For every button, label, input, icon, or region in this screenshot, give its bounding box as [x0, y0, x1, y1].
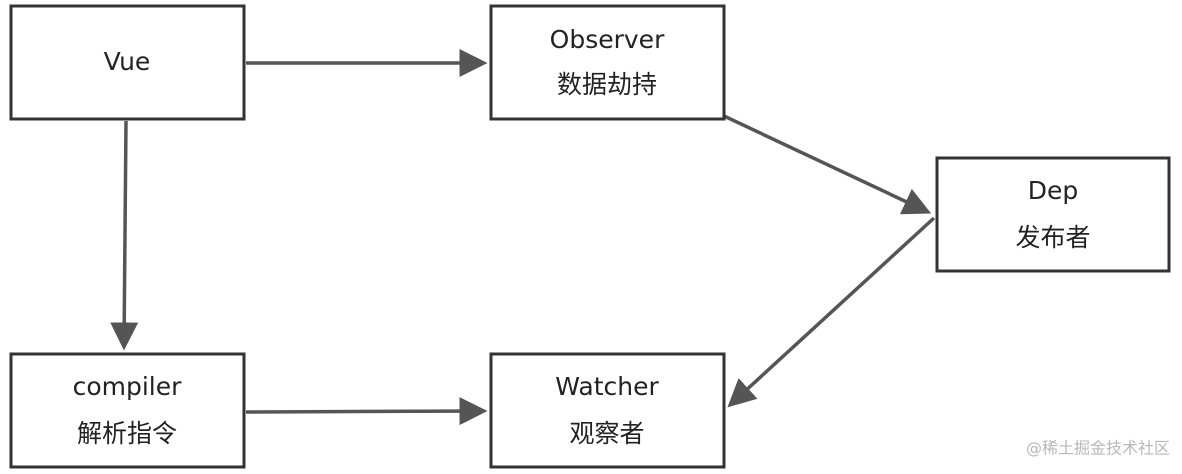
edge-dep-to-watcher	[727, 216, 936, 408]
node-compiler-title: compiler	[73, 372, 183, 401]
node-dep-box	[935, 156, 1171, 273]
node-observer-subtitle: 数据劫持	[557, 70, 657, 99]
node-vue: Vue	[9, 4, 246, 121]
node-dep-title: Dep	[1028, 176, 1079, 205]
node-watcher: Watcher 观察者	[489, 352, 726, 469]
edge-observer-to-dep	[723, 114, 932, 215]
node-compiler-subtitle: 解析指令	[77, 419, 177, 448]
node-observer: Observer 数据劫持	[489, 4, 726, 121]
node-compiler-box	[9, 352, 246, 469]
node-watcher-box	[489, 352, 726, 469]
edges	[110, 49, 936, 426]
edge-vue-to-compiler	[110, 120, 139, 351]
node-dep: Dep 发布者	[935, 156, 1171, 273]
watermark-text: @稀土掘金技术社区	[1026, 439, 1170, 458]
node-vue-label: Vue	[104, 47, 151, 76]
node-vue-box	[9, 4, 246, 121]
node-watcher-title: Watcher	[555, 372, 659, 401]
node-dep-subtitle: 发布者	[1015, 223, 1090, 252]
node-observer-title: Observer	[550, 25, 665, 54]
edge-compiler-to-watcher	[245, 397, 488, 426]
node-observer-box	[489, 4, 726, 121]
node-watcher-subtitle: 观察者	[569, 419, 644, 448]
node-compiler: compiler 解析指令	[9, 352, 246, 469]
